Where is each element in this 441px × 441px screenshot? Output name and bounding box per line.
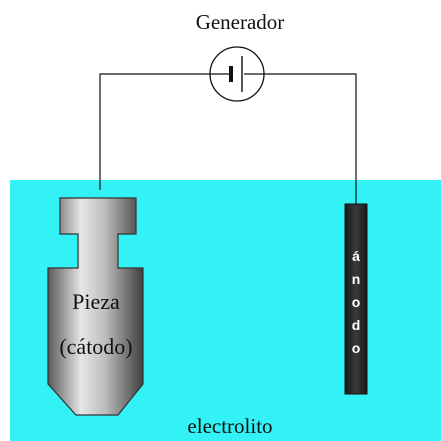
anode-letter: á (352, 248, 360, 264)
anode-letter: d (352, 317, 361, 333)
anode-bar (344, 203, 368, 395)
generator-label: Generador (196, 10, 285, 34)
anode-letter: n (352, 271, 361, 287)
electrolyte-label: electrolito (187, 414, 272, 438)
anode-letter: o (352, 294, 361, 310)
wire-left (99, 73, 210, 190)
cathode-label-line2: (cátodo) (59, 334, 132, 359)
cathode-label-line1: Pieza (72, 289, 120, 314)
cathode-piece (47, 197, 144, 416)
anode-letter: o (352, 340, 361, 356)
wire-right (264, 73, 357, 204)
generator-symbol (209, 46, 265, 102)
anode-label: á n o d o (352, 248, 361, 356)
